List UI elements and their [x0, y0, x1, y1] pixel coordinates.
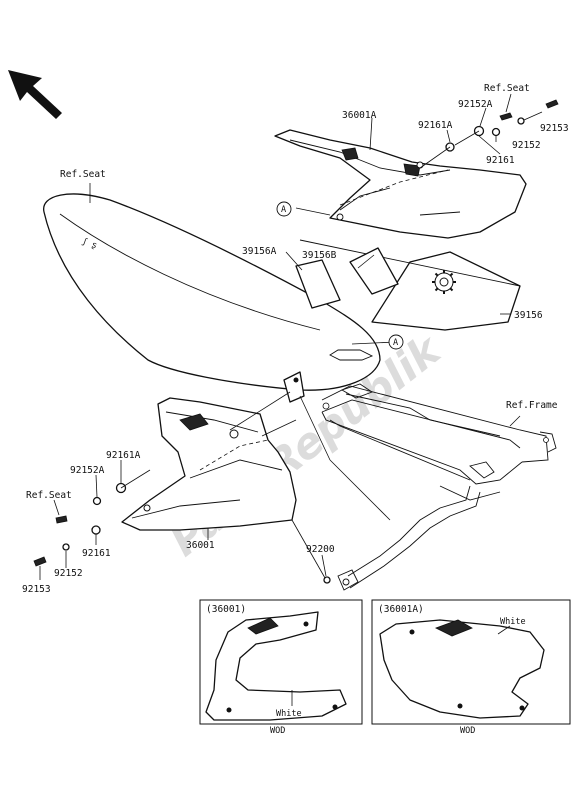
callout-a-upper: A	[276, 201, 292, 217]
ref-frame-label: Ref.Frame	[506, 400, 558, 411]
ref-seat-top-label: Ref.Seat	[484, 83, 530, 94]
part-label-92161A-top: 92161A	[418, 120, 453, 131]
inset-36001A: (36001A) White WOD	[371, 599, 571, 736]
frame-reference	[321, 383, 557, 591]
inset-36001: (36001) White WOD	[199, 599, 363, 736]
callout-a-lower-label: A	[393, 338, 398, 348]
decal-39156B	[349, 247, 399, 295]
inset-36001-footer: WOD	[270, 726, 285, 736]
part-label-92152A-top: 92152A	[458, 99, 493, 110]
side-cover-36001	[121, 397, 297, 531]
part-label-36001: 36001	[186, 540, 215, 551]
inset-36001-white-label: White	[276, 709, 302, 719]
ref-seat-left-label: Ref.Seat	[60, 169, 106, 180]
hardware-lower-left	[33, 482, 331, 584]
decal-39156A	[295, 259, 341, 309]
part-label-92200: 92200	[306, 544, 335, 555]
callout-a-upper-label: A	[281, 205, 286, 215]
inset-36001A-title: (36001A)	[378, 604, 424, 615]
ref-seat-low-label: Ref.Seat	[26, 490, 72, 501]
part-label-92161-low: 92161	[82, 548, 111, 559]
inset-36001A-white-label: White	[500, 617, 526, 627]
inset-36001-title: (36001)	[206, 604, 246, 615]
inset-36001A-footer: WOD	[460, 726, 475, 736]
part-label-92161A-low: 92161A	[106, 450, 141, 461]
part-label-39156: 39156	[514, 310, 543, 321]
part-label-36001A: 36001A	[342, 110, 377, 121]
decal-39156	[299, 239, 521, 331]
assembly-lines	[120, 130, 480, 579]
part-label-92152A-low: 92152A	[70, 465, 105, 476]
part-label-92153-top: 92153	[540, 123, 569, 134]
part-label-92153-low: 92153	[22, 584, 51, 595]
front-direction-arrow-icon	[8, 70, 62, 119]
side-cover-36001A	[274, 129, 527, 239]
seat-reference: ʃ ʂ	[43, 183, 381, 391]
part-label-39156A: 39156A	[242, 246, 277, 257]
part-label-92161-top: 92161	[486, 155, 515, 166]
svg-text:ʃ ʂ: ʃ ʂ	[80, 237, 98, 252]
mount-bracket	[283, 371, 305, 403]
part-label-39156B: 39156B	[302, 250, 337, 261]
callout-a-lower: A	[388, 334, 404, 350]
part-label-92152-top: 92152	[512, 140, 541, 151]
part-label-92152-low: 92152	[54, 568, 83, 579]
